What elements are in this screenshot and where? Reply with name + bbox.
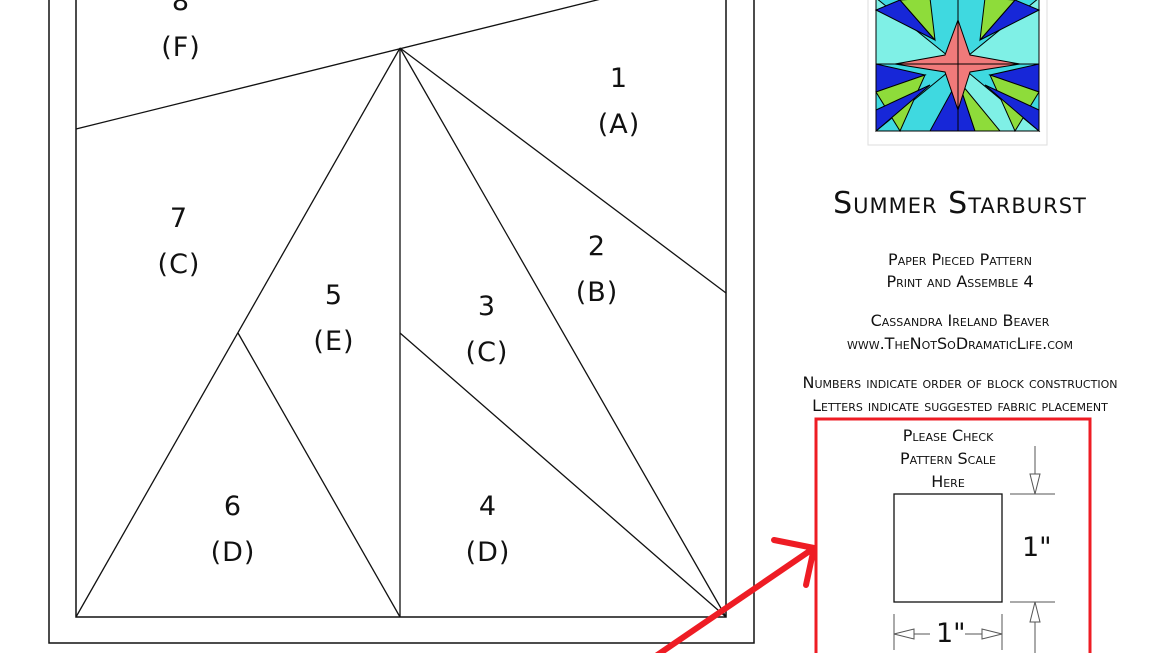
width-dimension-label: 1" (936, 618, 966, 649)
website-url: www.TheNotSoDramaticLife.com (846, 334, 1074, 353)
segment-label-3: 3(C) (465, 291, 509, 368)
author-name: Cassandra Ireland Beaver (870, 311, 1050, 330)
scale-check-line-2: Pattern Scale (900, 449, 996, 468)
block-border (75, 0, 727, 618)
segment-label-2: 2(B) (575, 231, 619, 308)
outer-frame (48, 0, 755, 644)
scale-square (893, 493, 1003, 603)
scale-check-line-1: Please Check (902, 426, 994, 445)
segment-label-8: 8(F) (161, 0, 201, 63)
segment-label-7: 7(C) (157, 203, 201, 280)
segment-label-1: 1(A) (597, 63, 641, 140)
assembly-note: Print and Assemble 4 (886, 272, 1034, 291)
pattern-title: Summer Starburst (833, 186, 1087, 221)
segment-label-5: 5(E) (313, 280, 355, 357)
numbers-note: Numbers indicate order of block construc… (802, 373, 1118, 392)
segment-label-6: 6(D) (210, 491, 256, 568)
segment-label-4: 4(D) (465, 491, 511, 568)
scale-check-box (814, 417, 1092, 653)
letters-note: Letters indicate suggested fabric placem… (812, 396, 1108, 415)
dimension-lines (893, 446, 1055, 653)
quilt-thumbnail (867, 0, 1048, 146)
seam-lines (75, 0, 727, 618)
scale-check-line-3: Here (931, 472, 965, 491)
height-dimension-label: 1" (1022, 532, 1052, 563)
red-arrow-icon (654, 537, 817, 653)
pattern-type: Paper Pieced Pattern (888, 250, 1032, 269)
